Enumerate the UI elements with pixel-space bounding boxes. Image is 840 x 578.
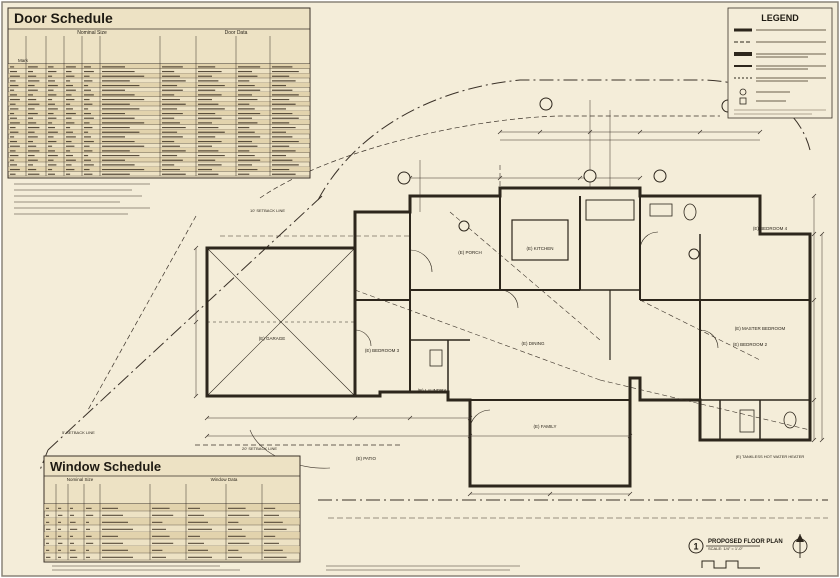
window-table-row xyxy=(44,518,300,525)
door-schedule: Door Schedule Nominal Size Door Data Mar… xyxy=(7,7,311,179)
master-bedroom-label: (E) MASTER BEDROOM xyxy=(735,326,786,331)
dimension-tick xyxy=(587,129,593,135)
door-table-row xyxy=(8,157,310,162)
door-group-door-data: Door Data xyxy=(225,30,248,36)
dimension-tick xyxy=(547,491,553,497)
bedroom-3-label: (E) BEDROOM 3 xyxy=(365,348,400,353)
bedroom-4-label: (E) BEDROOM 4 xyxy=(753,226,788,231)
dimension-tick xyxy=(577,175,583,181)
dimension-tick xyxy=(193,319,199,325)
dimension-tick xyxy=(811,231,817,237)
dimension-tick xyxy=(811,397,817,403)
alteration-lines xyxy=(220,165,811,431)
door-group-nominal-size: Nominal Size xyxy=(77,30,107,36)
scale-bar xyxy=(701,560,760,569)
drawing-title-block: 1 PROPOSED FLOOR PLAN SCALE: 1/4" = 1'-0… xyxy=(688,534,808,569)
dimension-tick xyxy=(193,393,199,399)
kitchen-label: (E) KITCHEN xyxy=(527,246,554,251)
door-table-row xyxy=(8,64,310,69)
door-table-row xyxy=(8,92,310,97)
dimension-tick xyxy=(627,491,633,497)
drawing-title: PROPOSED FLOOR PLAN xyxy=(708,539,783,545)
window-schedule-grid xyxy=(43,476,301,561)
dining-label: (E) DINING xyxy=(522,341,545,346)
garage-label: (E) GARAGE xyxy=(259,336,286,341)
building-walls xyxy=(205,186,812,488)
window-table-row xyxy=(44,532,300,539)
dimension-tick xyxy=(193,245,199,251)
door-schedule-notes xyxy=(14,183,150,215)
window-table-row xyxy=(44,504,300,511)
dimension-tick xyxy=(819,231,825,237)
dimension-tick xyxy=(467,415,473,421)
door-schedule-title: Door Schedule xyxy=(14,10,113,26)
setback-top-label: 10' SETBACK LINE xyxy=(250,208,285,213)
porch-label: (E) PORCH xyxy=(458,250,482,255)
legend-title: LEGEND xyxy=(761,13,799,23)
legend-entries xyxy=(734,28,826,115)
room-labels: (E) GARAGE (E) FAMILY (E) PATIO (E) LAUN… xyxy=(62,208,804,461)
door-schedule-grid xyxy=(7,29,311,177)
patio-label: (E) PATIO xyxy=(356,456,377,461)
dimension-tick xyxy=(627,433,633,439)
door-col-mark: Mark xyxy=(18,58,29,63)
north-arrow-icon xyxy=(792,534,808,558)
door-table-row xyxy=(8,166,310,172)
door-table-row xyxy=(8,110,310,116)
dimension-tick xyxy=(497,129,503,135)
door-table-row xyxy=(8,82,310,88)
detail-number: 1 xyxy=(693,542,698,552)
laundry-label: (E) LAUNDRY xyxy=(418,388,447,393)
door-table-row xyxy=(8,120,310,125)
door-table-row xyxy=(8,138,310,144)
legend: LEGEND xyxy=(727,7,833,119)
setback-bottom-label: 20' SETBACK LINE xyxy=(242,446,277,451)
dimension-tick xyxy=(497,175,503,181)
window-group-nominal-size: Nominal Size xyxy=(67,477,94,482)
dimension-tick xyxy=(811,297,817,303)
dimension-tick xyxy=(811,437,817,443)
door-table-row xyxy=(8,129,310,134)
dimension-tick xyxy=(352,415,358,421)
dimension-tick xyxy=(407,415,413,421)
door-table-row xyxy=(8,73,310,78)
dimension-tick xyxy=(811,193,817,199)
window-table-row xyxy=(44,546,300,553)
dimension-tick xyxy=(637,175,643,181)
legend-door-symbol xyxy=(739,88,747,96)
dimension-tick xyxy=(204,415,210,421)
dimension-tick xyxy=(757,129,763,135)
dimension-tick xyxy=(204,433,210,439)
legend-window-symbol xyxy=(739,97,747,105)
family-label: (E) FAMILY xyxy=(534,424,557,429)
setback-left-label: 5' SETBACK LINE xyxy=(62,430,95,435)
dimension-tick xyxy=(819,437,825,443)
dimension-tick xyxy=(637,129,643,135)
tankless-heater-label: (E) TANKLESS HOT WATER HEATER xyxy=(736,454,805,459)
dimension-tick xyxy=(537,129,543,135)
dimension-ticks xyxy=(193,129,825,497)
bedroom-2-label: (E) BEDROOM 2 xyxy=(733,342,768,347)
drawing-scale: SCALE: 1/4" = 1'-0" xyxy=(708,546,743,551)
dimension-tick xyxy=(697,129,703,135)
door-table-row xyxy=(8,101,310,106)
window-group-window-data: Window Data xyxy=(211,477,238,482)
dimension-tick xyxy=(467,491,473,497)
window-schedule-title: Window Schedule xyxy=(50,459,161,474)
dimension-tick xyxy=(467,433,473,439)
door-table-row xyxy=(8,148,310,153)
window-schedule: Window Schedule Nominal Size Window Data xyxy=(43,455,520,571)
